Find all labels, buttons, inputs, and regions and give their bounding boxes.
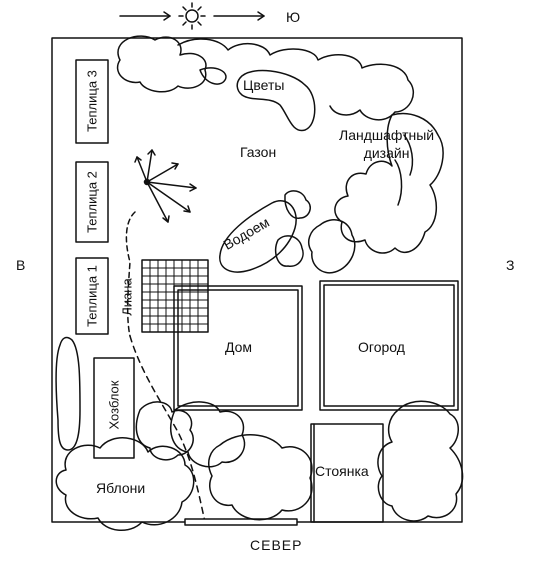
shed-shape (93, 357, 135, 459)
garden-shape (319, 280, 459, 411)
arrow-right-icon (119, 11, 171, 21)
flowers-label: Цветы (243, 77, 285, 93)
flower-bed (236, 69, 316, 132)
greenhouse-1-label: Теплица 1 (84, 265, 100, 327)
apple-trees (55, 401, 313, 531)
sun-icon (178, 2, 206, 30)
trees-right (377, 400, 464, 522)
greenhouse-3-label: Теплица 3 (84, 70, 100, 132)
shed-label: Хозблок (106, 380, 122, 430)
house-shape (173, 285, 303, 411)
trellis (141, 259, 209, 333)
lawn-label: Газон (240, 144, 277, 160)
house-label: Дом (225, 339, 253, 355)
tree-canopy-top (116, 35, 414, 121)
footpath (129, 335, 206, 523)
east-label: В (16, 257, 26, 273)
hedge (55, 336, 81, 451)
liana-path (125, 211, 136, 337)
arrow-right-icon (213, 11, 265, 21)
parking-label: Стоянка (315, 463, 369, 479)
gate (184, 518, 298, 526)
west-label: З (506, 257, 515, 273)
landscape-label: Ландшафтный дизайн (339, 127, 435, 162)
north-label: СЕВЕР (250, 537, 303, 553)
garden-label: Огород (358, 339, 405, 355)
landscape-shrubs (274, 112, 444, 274)
greenhouse-3-shape (75, 59, 109, 144)
greenhouse-2-shape (75, 161, 109, 243)
apples-label: Яблони (96, 480, 146, 496)
sprinkler-icon (134, 149, 197, 223)
greenhouse-1-shape (75, 257, 109, 335)
liana-label: Лиана (119, 278, 135, 316)
greenhouse-2-label: Теплица 2 (84, 171, 100, 233)
pond (219, 200, 297, 273)
south-label: Ю (286, 9, 301, 25)
